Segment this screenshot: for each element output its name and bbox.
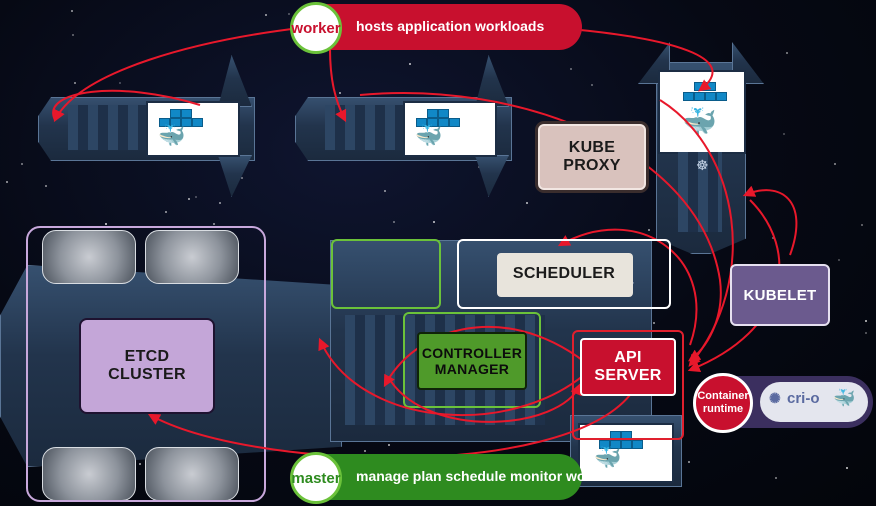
star [119, 82, 121, 84]
star [188, 198, 190, 200]
cri-o-logo-text: cri-o [787, 390, 820, 407]
docker-whale-icon: 🐳 [415, 123, 443, 148]
master-badge-label: master [291, 469, 341, 487]
star [861, 224, 863, 226]
arrow-kubelet-to-ship3 [742, 185, 798, 256]
worker-description: hosts application workloads [356, 18, 545, 34]
star [838, 259, 840, 261]
star [72, 34, 74, 36]
star [846, 467, 848, 469]
star [139, 463, 141, 465]
kube-proxy-label-line2: PROXY [563, 157, 621, 174]
etcd-cluster-box: ETCD CLUSTER [79, 318, 215, 414]
docker-box-master: 🐳 [578, 423, 674, 483]
star [265, 14, 267, 16]
star [786, 52, 788, 54]
star [591, 84, 593, 86]
arrow-ship3-to-api [659, 99, 734, 367]
master-description: manage plan schedule monitor workers [356, 468, 620, 484]
star [645, 170, 647, 172]
star [865, 320, 867, 322]
star [648, 229, 650, 231]
docker-box-2: 🐳 [403, 101, 497, 157]
star [433, 221, 435, 223]
api-label-line1: API [614, 349, 642, 366]
arrow-api-to-etcd [147, 394, 631, 459]
kubernetes-wheel-icon: ☸ [696, 157, 709, 173]
star [364, 450, 366, 452]
api-server-box: API SERVER [580, 338, 676, 396]
scheduler-region-outline [331, 239, 441, 309]
star [6, 181, 8, 183]
star [570, 68, 572, 70]
etcd-region-outline [26, 226, 266, 502]
etcd-label-line2: CLUSTER [108, 366, 186, 383]
star [241, 177, 243, 179]
star [105, 223, 107, 225]
kubelet-box: KUBELET [730, 264, 830, 326]
arrow-worker-badge-to-ship-2 [329, 47, 347, 123]
master-badge: master [290, 452, 342, 504]
star [388, 444, 390, 446]
star [834, 163, 836, 165]
arrow-api-to-master-left [318, 337, 596, 417]
star [71, 10, 73, 12]
controller-label-line2: MANAGER [434, 361, 510, 377]
docker-whale-icon: 🐳 [158, 123, 186, 148]
star [21, 163, 23, 165]
kubelet-label: KUBELET [743, 286, 817, 304]
container-runtime-badge: Container runtime [693, 373, 753, 433]
controller-manager-box: CONTROLLER MANAGER [417, 332, 527, 390]
arrow-ship1-loop [52, 89, 201, 121]
api-label-line2: SERVER [594, 367, 662, 384]
arrow-worker-badge-to-ship-1 [53, 27, 301, 123]
arrow-controller-to-api [389, 379, 582, 423]
star [783, 133, 785, 135]
docker-box-1: 🐳 [146, 101, 240, 157]
star [775, 477, 777, 479]
star [45, 185, 47, 187]
star [339, 92, 341, 94]
star [393, 221, 395, 223]
worker-ship-1: 🐳 [38, 55, 255, 197]
etcd-label-line1: ETCD [124, 348, 170, 365]
cri-o-logo-icon: ✺ [769, 390, 781, 406]
kube-proxy-label-line1: KUBE [568, 139, 616, 156]
star [865, 332, 867, 334]
star [409, 63, 411, 65]
star [195, 196, 197, 198]
star [384, 190, 386, 192]
star [772, 237, 774, 239]
star [213, 223, 215, 225]
container-runtime-line1: Container [697, 390, 749, 402]
star [288, 13, 290, 15]
star [74, 82, 76, 84]
star [688, 461, 690, 463]
star [653, 322, 655, 324]
docker-whale-icon: 🐳 [833, 388, 856, 408]
star [165, 211, 167, 213]
arrow-worker-badge-to-ship-3 [579, 29, 714, 92]
arrow-ship2-to-api [359, 91, 722, 362]
kube-proxy-box: KUBE PROXY [538, 124, 646, 190]
arrow-api-to-scheduler [557, 228, 698, 346]
controller-label-line1: CONTROLLER [421, 345, 523, 361]
container-runtime-line2: runtime [702, 403, 744, 415]
arrow-api-to-controller [383, 326, 601, 388]
star [526, 202, 528, 204]
docker-whale-icon: 🐳 [594, 445, 622, 470]
scheduler-label: SCHEDULER [512, 265, 616, 282]
worker-badge-label: worker [291, 19, 341, 37]
scheduler-box: SCHEDULER [457, 239, 671, 309]
star [219, 202, 221, 204]
worker-badge: worker [290, 2, 342, 54]
